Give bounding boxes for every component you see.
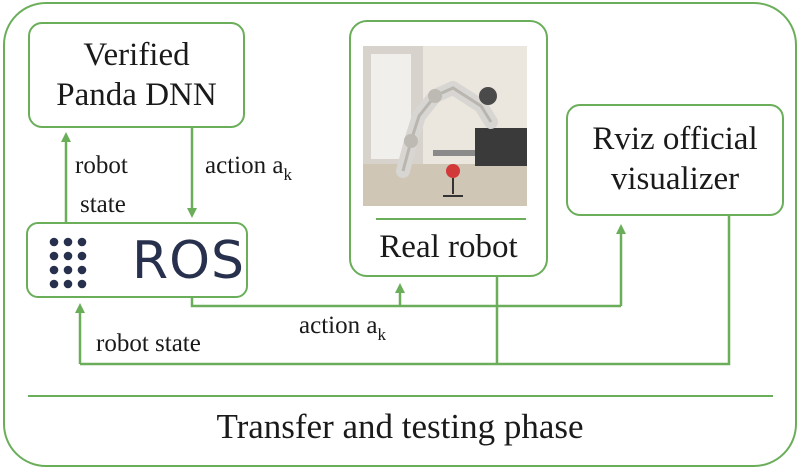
node-rviz-line2: visualizer <box>610 161 740 197</box>
node-verified-dnn: Verified Panda DNN <box>28 22 245 128</box>
label-ros-to-robot: action ak <box>299 312 386 344</box>
feedback-from-rviz <box>80 216 731 366</box>
node-rviz-visualizer: Rviz official visualizer <box>566 104 784 216</box>
robot-arm-photo-icon <box>363 46 527 206</box>
label-ros-to-dnn-line2: state <box>80 191 126 218</box>
label-ros-to-robot-sub: k <box>377 325 386 344</box>
ros-dots-icon <box>49 237 87 289</box>
node-ros: ROS <box>26 222 248 298</box>
phase-boundary <box>3 2 797 467</box>
label-ros-to-robot-text: action a <box>299 312 378 339</box>
label-feedback: robot state <box>96 330 201 357</box>
arrow-ros-to-actuators <box>190 298 621 308</box>
robot-caption-divider <box>376 218 526 220</box>
label-dnn-to-ros-sub: k <box>283 165 292 184</box>
label-dnn-to-ros-text: action a <box>205 152 284 179</box>
node-rviz-line1: Rviz official <box>592 121 758 157</box>
ros-wordmark: ROS <box>132 231 246 291</box>
phase-title: Transfer and testing phase <box>216 407 584 446</box>
label-ros-to-dnn-line1: robot <box>75 152 128 179</box>
node-dnn-line1: Verified <box>83 37 190 73</box>
node-real-robot: Real robot <box>349 20 548 277</box>
label-dnn-to-ros: action ak <box>205 152 292 184</box>
node-robot-label: Real robot <box>379 229 518 265</box>
node-dnn-line2: Panda DNN <box>56 77 217 113</box>
